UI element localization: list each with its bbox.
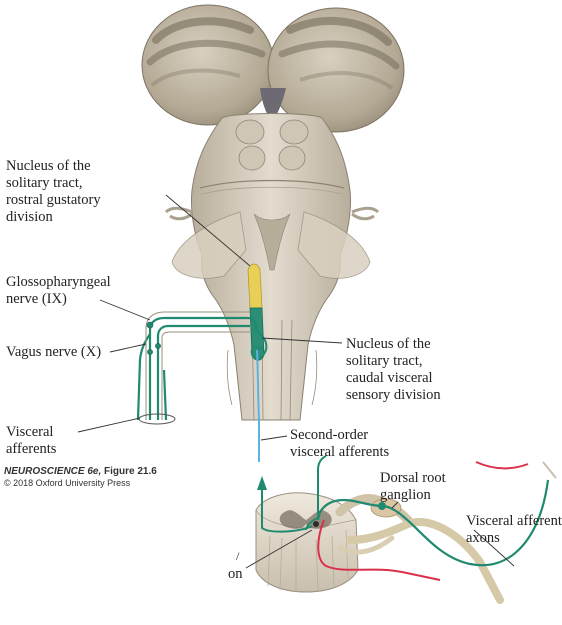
label-line: Second-order [290, 427, 369, 443]
colliculi [235, 119, 309, 171]
label-glossopharyngeal: Glossopharyngeal nerve (IX) [6, 274, 111, 308]
label-line: afferents [6, 441, 57, 457]
label-line: ganglion [380, 487, 431, 503]
label-visceral-afferent-axons: Visceral afferent axons [466, 513, 562, 547]
label-line: Dorsal root [380, 470, 446, 486]
left-hemisphere [141, 4, 275, 126]
label-line: Glossopharyngeal [6, 274, 111, 290]
label-line: sensory division [346, 387, 441, 403]
left-peduncle [171, 211, 247, 279]
credit-figure: Figure 21.6 [104, 466, 157, 477]
spinal-cord-inset [245, 455, 557, 604]
label-visceral-afferents: Visceral afferents [6, 424, 56, 458]
label-line: division [6, 209, 53, 225]
nts-rostral-nucleus [247, 263, 263, 309]
label-line: Visceral afferent [466, 513, 562, 529]
nerve-ganglia [146, 321, 161, 355]
label-line: Visceral [6, 424, 54, 440]
pons-band [199, 179, 345, 189]
label-drg: Dorsal root ganglion [380, 470, 446, 504]
label-line: visceral afferents [290, 444, 390, 460]
right-peduncle [297, 211, 371, 279]
visceral-afferent-ring [138, 413, 176, 425]
label-line: Nucleus of the [6, 158, 91, 174]
credit-copyright: © 2018 Oxford University Press [4, 478, 131, 488]
dorsal-root-ganglion [370, 498, 402, 518]
drg-cell-body [378, 502, 386, 510]
label-line: nerve (IX) [6, 291, 67, 307]
label-partial-left-1: / [236, 548, 239, 565]
label-line: Vagus nerve (X) [6, 344, 102, 360]
red-efferent [317, 519, 441, 581]
right-hemisphere [267, 7, 405, 133]
label-line: rostral gustatory [6, 192, 101, 208]
label-vagus: Vagus nerve (X) [6, 344, 101, 361]
credit-title: NEUROSCIENCE 6e, Figure 21.6 [4, 466, 157, 477]
label-partial-left-2: on [228, 566, 243, 583]
label-second-order: Second-order visceral afferents [290, 427, 389, 461]
label-line: solitary tract, [6, 175, 83, 191]
inset-red-arc [475, 461, 529, 470]
ascending-arrowhead [257, 476, 267, 490]
label-nts-rostral: Nucleus of the solitary tract, rostral g… [6, 158, 101, 226]
nerve-sheaths [145, 311, 250, 420]
fourth-ventricle [253, 213, 291, 271]
label-line: / [236, 549, 240, 563]
label-line: on [228, 566, 243, 582]
label-line: Nucleus of the [346, 336, 431, 352]
credit-book: NEUROSCIENCE 6e [4, 466, 99, 477]
leader-lines [77, 194, 343, 441]
ascending-arrow-line [261, 486, 313, 533]
figure-credit: NEUROSCIENCE 6e, Figure 21.6 © 2018 Oxfo… [4, 466, 157, 489]
label-line: solitary tract, [346, 353, 423, 369]
second-order-axon [256, 349, 260, 462]
label-line: axons [466, 530, 500, 546]
label-nts-caudal: Nucleus of the solitary tract, caudal vi… [346, 336, 441, 404]
right-rootlet [351, 206, 380, 221]
midline-fissure [260, 88, 286, 120]
ascending-fiber [317, 455, 327, 520]
label-line: caudal visceral [346, 370, 433, 386]
